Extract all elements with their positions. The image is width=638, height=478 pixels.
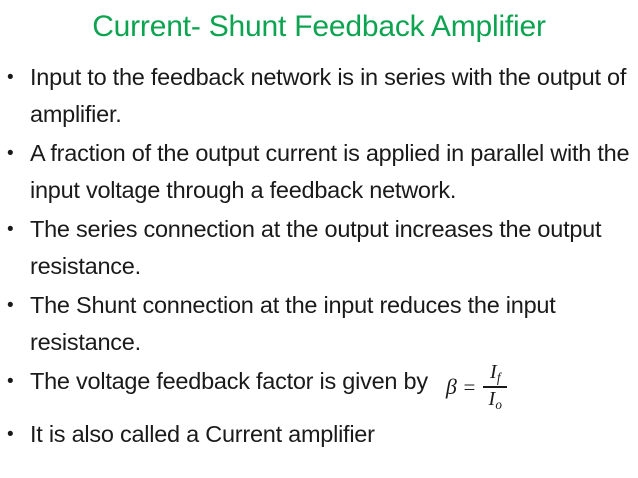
page-title: Current- Shunt Feedback Amplifier	[92, 10, 546, 43]
list-item-text: It is also called a Current amplifier	[30, 420, 375, 447]
equals-sign: =	[463, 374, 476, 399]
feedback-factor-formula: β = If Io	[445, 361, 508, 414]
list-item-text: The Shunt connection at the input reduce…	[30, 292, 556, 355]
bullet-point-icon: •	[7, 143, 14, 164]
denominator-symbol: I	[488, 388, 496, 411]
list-item: • The voltage feedback factor is given b…	[0, 361, 638, 414]
fraction-denominator: Io	[485, 388, 506, 413]
bullet-point-icon: •	[7, 67, 14, 88]
list-item: • A fraction of the output current is ap…	[0, 135, 638, 209]
bullet-point-icon: •	[7, 371, 14, 392]
list-item: • It is also called a Current amplifier	[0, 416, 638, 453]
numerator-subscript: f	[496, 370, 501, 386]
beta-symbol: β	[445, 374, 457, 400]
list-item-text: A fraction of the output current is appl…	[30, 140, 630, 203]
list-item: • The Shunt connection at the input redu…	[0, 287, 638, 361]
list-item-text: The voltage feedback factor is given by	[30, 368, 428, 394]
bullet-list: • Input to the feedback network is in se…	[0, 59, 638, 455]
list-item: • Input to the feedback network is in se…	[0, 59, 638, 133]
fraction-numerator: If	[486, 361, 504, 386]
fraction-bar	[483, 386, 508, 389]
list-item: • The series connection at the output in…	[0, 211, 638, 285]
list-item-text: The series connection at the output incr…	[30, 216, 602, 279]
list-item-text: Input to the feedback network is in seri…	[30, 64, 627, 127]
bullet-point-icon: •	[7, 423, 14, 445]
denominator-subscript: o	[495, 397, 502, 413]
bullet-point-icon: •	[7, 295, 14, 316]
bullet-point-icon: •	[7, 219, 14, 240]
numerator-symbol: I	[489, 361, 497, 383]
fraction: If Io	[483, 361, 508, 414]
